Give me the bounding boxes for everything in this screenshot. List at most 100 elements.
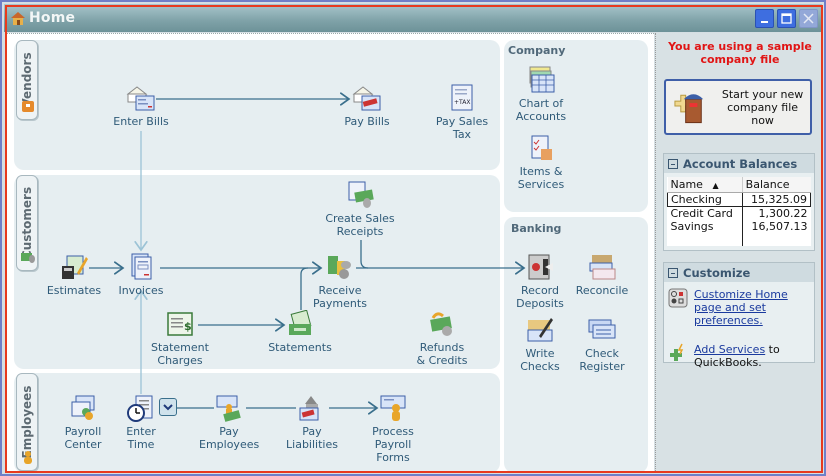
employees-panel	[14, 373, 500, 473]
start-new-company-label: Start your new company file now	[721, 87, 804, 127]
home-flow-area: Vendors Customers Employees	[6, 33, 654, 473]
banking-title: Banking	[511, 222, 562, 235]
vendor-box-icon	[22, 101, 34, 112]
receive-payments-label: Receive Payments	[313, 284, 367, 310]
collapse-icon[interactable]	[668, 267, 678, 278]
payroll-center-label: Payroll Center	[64, 425, 102, 451]
pay-sales-tax-button[interactable]: +TAX Pay Sales Tax	[432, 84, 492, 141]
write-checks-button[interactable]: Write Checks	[510, 316, 570, 373]
process-payroll-forms-label: Process Payroll Forms	[372, 425, 414, 464]
pay-sales-tax-icon: +TAX	[451, 84, 473, 111]
sales-receipt-icon	[348, 181, 374, 208]
table-row[interactable]: Credit Card 1,300.22	[668, 206, 811, 220]
account-balance: 15,325.09	[741, 192, 812, 207]
payroll-center-icon	[71, 395, 95, 420]
record-deposits-button[interactable]: Record Deposits	[510, 253, 570, 310]
process-payroll-forms-button[interactable]: Process Payroll Forms	[363, 394, 423, 464]
chevron-down-icon	[163, 404, 173, 411]
start-new-company-button[interactable]: Start your new company file now	[664, 79, 812, 135]
tab-customers[interactable]: Customers	[16, 175, 38, 271]
statement-charges-label: Statement Charges	[151, 341, 209, 367]
enter-time-icon	[127, 395, 153, 422]
enter-time-dropdown[interactable]	[159, 398, 177, 416]
close-button[interactable]	[799, 9, 818, 28]
pay-liabilities-button[interactable]: Pay Liabilities	[284, 394, 340, 451]
minimize-icon	[761, 21, 768, 23]
pay-sales-tax-label: Pay Sales Tax	[435, 115, 489, 141]
account-name: Checking	[667, 192, 743, 207]
check-register-label: Check Register	[579, 347, 625, 373]
account-balance: 1,300.22	[741, 206, 811, 220]
right-sidebar: You are using a sample company file Star…	[655, 33, 823, 473]
window-title: Home	[29, 10, 76, 26]
write-checks-label: Write Checks	[520, 347, 560, 373]
invoices-label: Invoices	[118, 284, 164, 297]
account-name: Credit Card	[670, 207, 733, 220]
add-services-link[interactable]: Add Services	[694, 343, 766, 356]
enter-time-button[interactable]: Enter Time	[119, 394, 163, 451]
table-row[interactable]: Savings 16,507.13	[668, 220, 811, 233]
refunds-credits-label: Refunds & Credits	[416, 341, 468, 367]
account-balances-header[interactable]: Account Balances	[664, 154, 814, 173]
svg-text:$: $	[184, 320, 192, 333]
statements-button[interactable]: Statements	[268, 310, 332, 354]
reconcile-button[interactable]: Reconcile	[572, 253, 632, 297]
account-balance: 16,507.13	[741, 220, 811, 233]
pay-employees-label: Pay Employees	[199, 425, 260, 451]
company-title: Company	[508, 44, 566, 57]
enter-bills-button[interactable]: Enter Bills	[111, 84, 171, 128]
new-company-icon	[674, 94, 704, 124]
statement-charges-button[interactable]: $ Statement Charges	[150, 310, 210, 367]
tab-employees[interactable]: Employees	[16, 373, 38, 471]
write-checks-icon	[527, 318, 553, 342]
title-bar[interactable]: Home	[4, 4, 822, 32]
tab-customers-label: Customers	[20, 186, 34, 260]
add-services-suffix: to QuickBooks.	[694, 343, 780, 369]
statements-icon	[289, 310, 312, 335]
refunds-credits-button[interactable]: Refunds & Credits	[412, 310, 472, 367]
chart-of-accounts-button[interactable]: Chart of Accounts	[511, 66, 571, 123]
process-payroll-forms-icon	[380, 395, 406, 421]
pay-bills-button[interactable]: Pay Bills	[340, 84, 394, 128]
maximize-button[interactable]	[777, 9, 796, 28]
create-sales-receipts-label: Create Sales Receipts	[325, 212, 395, 238]
table-row-empty	[668, 233, 811, 246]
chart-of-accounts-label: Chart of Accounts	[515, 97, 567, 123]
enter-time-label: Enter Time	[126, 425, 156, 451]
check-register-icon	[588, 319, 616, 339]
items-services-button[interactable]: Items & Services	[511, 134, 571, 191]
table-row[interactable]: Checking 15,325.09	[667, 192, 812, 207]
invoices-button[interactable]: Invoices	[114, 253, 168, 297]
invoices-icon	[131, 253, 152, 280]
enter-bills-icon	[126, 86, 155, 111]
statements-label: Statements	[268, 341, 332, 354]
preferences-icon	[668, 288, 688, 308]
minimize-button[interactable]	[755, 9, 774, 28]
customize-home-link[interactable]: Customize Home page and set preferences.	[694, 288, 788, 327]
account-balances-box: Account Balances Name ▲ Balance Checking…	[663, 153, 815, 251]
record-deposits-icon	[528, 254, 553, 280]
column-header-name[interactable]: Name ▲	[667, 177, 743, 193]
estimates-icon	[62, 255, 88, 279]
receive-payments-icon	[328, 256, 351, 279]
receive-payments-button[interactable]: Receive Payments	[308, 253, 372, 310]
sample-company-message: You are using a sample company file	[668, 40, 812, 66]
pay-employees-button[interactable]: Pay Employees	[199, 394, 259, 451]
pay-employees-icon	[216, 395, 241, 422]
collapse-icon[interactable]	[668, 158, 678, 169]
customers-panel	[14, 175, 500, 369]
add-services-icon	[670, 343, 684, 361]
estimates-button[interactable]: Estimates	[44, 253, 104, 297]
pay-liabilities-icon	[299, 396, 319, 421]
account-balances-title: Account Balances	[683, 156, 798, 171]
company-panel	[504, 40, 648, 212]
customize-header[interactable]: Customize	[664, 263, 814, 282]
column-header-balance[interactable]: Balance	[741, 177, 811, 193]
check-register-button[interactable]: Check Register	[572, 316, 632, 373]
close-icon	[803, 13, 814, 24]
tab-vendors[interactable]: Vendors	[16, 40, 38, 120]
payroll-center-button[interactable]: Payroll Center	[58, 394, 108, 451]
create-sales-receipts-button[interactable]: Create Sales Receipts	[322, 181, 398, 238]
record-deposits-label: Record Deposits	[516, 284, 564, 310]
